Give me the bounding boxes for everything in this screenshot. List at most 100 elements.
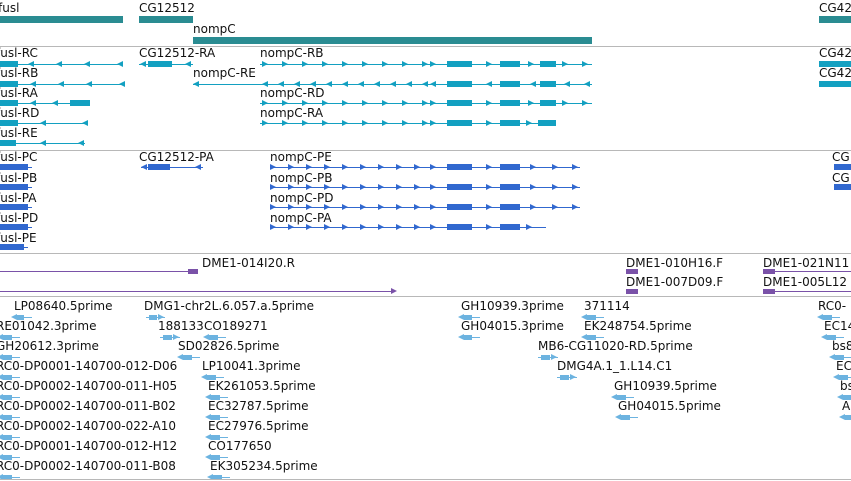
feature-exon-block[interactable] <box>148 61 172 67</box>
feature-exon-block[interactable] <box>500 184 520 190</box>
est-label[interactable]: RC0- <box>818 299 847 313</box>
est-label[interactable]: EC32787.5prime <box>208 399 309 413</box>
exon-right-arrow-icon[interactable] <box>360 203 366 210</box>
exon-left-arrow-icon[interactable] <box>358 80 364 87</box>
est-block[interactable] <box>3 414 12 420</box>
protein-label[interactable]: fusl-PB <box>0 171 38 185</box>
exon-right-arrow-icon[interactable] <box>158 313 164 320</box>
feature-exon-block[interactable] <box>0 61 18 67</box>
est-block[interactable] <box>839 374 848 380</box>
gene-bar[interactable] <box>193 36 592 44</box>
feature-exon-block[interactable] <box>447 204 472 210</box>
exon-right-arrow-icon[interactable] <box>486 163 492 170</box>
exon-right-arrow-icon[interactable] <box>342 60 348 67</box>
exon-right-arrow-icon[interactable] <box>270 223 276 230</box>
exon-right-arrow-icon[interactable] <box>486 223 492 230</box>
est-label[interactable]: EK305234.5prime <box>210 459 318 473</box>
gene-bar[interactable] <box>819 15 851 23</box>
exon-right-arrow-icon[interactable] <box>362 60 368 67</box>
transcript-label[interactable]: fusl-RD <box>0 106 40 120</box>
exon-right-arrow-icon[interactable] <box>378 183 384 190</box>
transcript-label[interactable]: fusl-RB <box>0 66 39 80</box>
exon-left-arrow-icon[interactable] <box>342 80 348 87</box>
est-block[interactable] <box>843 394 851 400</box>
exon-right-arrow-icon[interactable] <box>526 223 532 230</box>
est-block[interactable] <box>211 414 220 420</box>
exon-right-arrow-icon[interactable] <box>430 183 436 190</box>
protein-label[interactable]: CG <box>832 171 850 185</box>
exon-right-arrow-icon[interactable] <box>288 223 294 230</box>
transcript-label[interactable]: CG42 <box>819 66 851 80</box>
exon-right-arrow-icon[interactable] <box>382 60 388 67</box>
exon-right-arrow-icon[interactable] <box>396 203 402 210</box>
exon-right-arrow-icon[interactable] <box>396 163 402 170</box>
exon-left-arrow-icon[interactable] <box>205 393 211 400</box>
exon-left-arrow-icon[interactable] <box>821 333 827 340</box>
exon-right-arrow-icon[interactable] <box>551 353 557 360</box>
exon-left-arrow-icon[interactable] <box>422 80 428 87</box>
feature-exon-block[interactable] <box>0 164 28 170</box>
feature-exon-block[interactable] <box>70 100 90 106</box>
gene-label[interactable]: nompC <box>193 22 236 36</box>
exon-right-arrow-icon[interactable] <box>391 287 397 294</box>
transcript-label[interactable]: nompC-RA <box>260 106 324 120</box>
exon-right-arrow-icon[interactable] <box>430 60 436 67</box>
exon-left-arrow-icon[interactable] <box>310 80 316 87</box>
protein-label[interactable]: nompC-PE <box>270 150 332 164</box>
feature-exon-block[interactable] <box>447 120 472 126</box>
transcript-label[interactable]: fusl-RE <box>0 126 38 140</box>
est-label[interactable]: DMG4A.1_1.L14.C1 <box>557 359 673 373</box>
est-block[interactable] <box>3 334 12 340</box>
exon-right-arrow-icon[interactable] <box>422 60 428 67</box>
exon-right-arrow-icon[interactable] <box>378 223 384 230</box>
est-block[interactable] <box>560 374 569 380</box>
feature-exon-block[interactable] <box>500 224 520 230</box>
est-block[interactable] <box>17 314 24 320</box>
exon-left-arrow-icon[interactable] <box>207 473 213 480</box>
protein-label[interactable]: CG12512-PA <box>139 150 214 164</box>
exon-left-arrow-icon[interactable] <box>119 80 125 87</box>
exon-right-arrow-icon[interactable] <box>360 223 366 230</box>
exon-right-arrow-icon[interactable] <box>422 119 428 126</box>
clone-label[interactable]: DME1-007D09.F <box>626 275 724 289</box>
exon-left-arrow-icon[interactable] <box>374 80 380 87</box>
exon-right-arrow-icon[interactable] <box>486 119 492 126</box>
est-label[interactable]: LP10041.3prime <box>202 359 301 373</box>
exon-left-arrow-icon[interactable] <box>581 313 587 320</box>
est-block[interactable] <box>3 394 12 400</box>
exon-right-arrow-icon[interactable] <box>282 119 288 126</box>
exon-right-arrow-icon[interactable] <box>414 183 420 190</box>
feature-exon-block[interactable] <box>500 120 520 126</box>
exon-left-arrow-icon[interactable] <box>406 80 412 87</box>
exon-left-arrow-icon[interactable] <box>40 139 46 146</box>
transcript-label[interactable]: fusl-RC <box>0 46 38 60</box>
exon-left-arrow-icon[interactable] <box>0 473 3 480</box>
exon-right-arrow-icon[interactable] <box>322 60 328 67</box>
exon-left-arrow-icon[interactable] <box>177 353 183 360</box>
exon-left-arrow-icon[interactable] <box>584 80 590 87</box>
est-label[interactable]: EC27976.5prime <box>208 419 309 433</box>
clone-label[interactable]: DME1-010H16.F <box>626 256 724 270</box>
exon-left-arrow-icon[interactable] <box>817 313 823 320</box>
est-block[interactable] <box>207 374 216 380</box>
exon-right-arrow-icon[interactable] <box>342 223 348 230</box>
exon-right-arrow-icon[interactable] <box>422 99 428 106</box>
exon-right-arrow-icon[interactable] <box>288 183 294 190</box>
protein-label[interactable]: fusl-PD <box>0 211 39 225</box>
transcript-label[interactable]: CG42 <box>819 46 851 60</box>
feature-exon-block[interactable] <box>0 204 28 210</box>
exon-left-arrow-icon[interactable] <box>84 60 90 67</box>
exon-right-arrow-icon[interactable] <box>430 203 436 210</box>
exon-right-arrow-icon[interactable] <box>402 119 408 126</box>
feature-exon-block[interactable] <box>538 120 556 126</box>
exon-left-arrow-icon[interactable] <box>78 139 84 146</box>
exon-left-arrow-icon[interactable] <box>0 373 3 380</box>
clone-end-block[interactable] <box>763 288 775 294</box>
exon-right-arrow-icon[interactable] <box>562 60 568 67</box>
exon-left-arrow-icon[interactable] <box>390 80 396 87</box>
est-block[interactable] <box>835 354 844 360</box>
est-label[interactable]: EK261053.5prime <box>208 379 316 393</box>
exon-left-arrow-icon[interactable] <box>326 80 332 87</box>
exon-right-arrow-icon[interactable] <box>430 163 436 170</box>
est-label[interactable]: 188133 <box>158 319 204 333</box>
